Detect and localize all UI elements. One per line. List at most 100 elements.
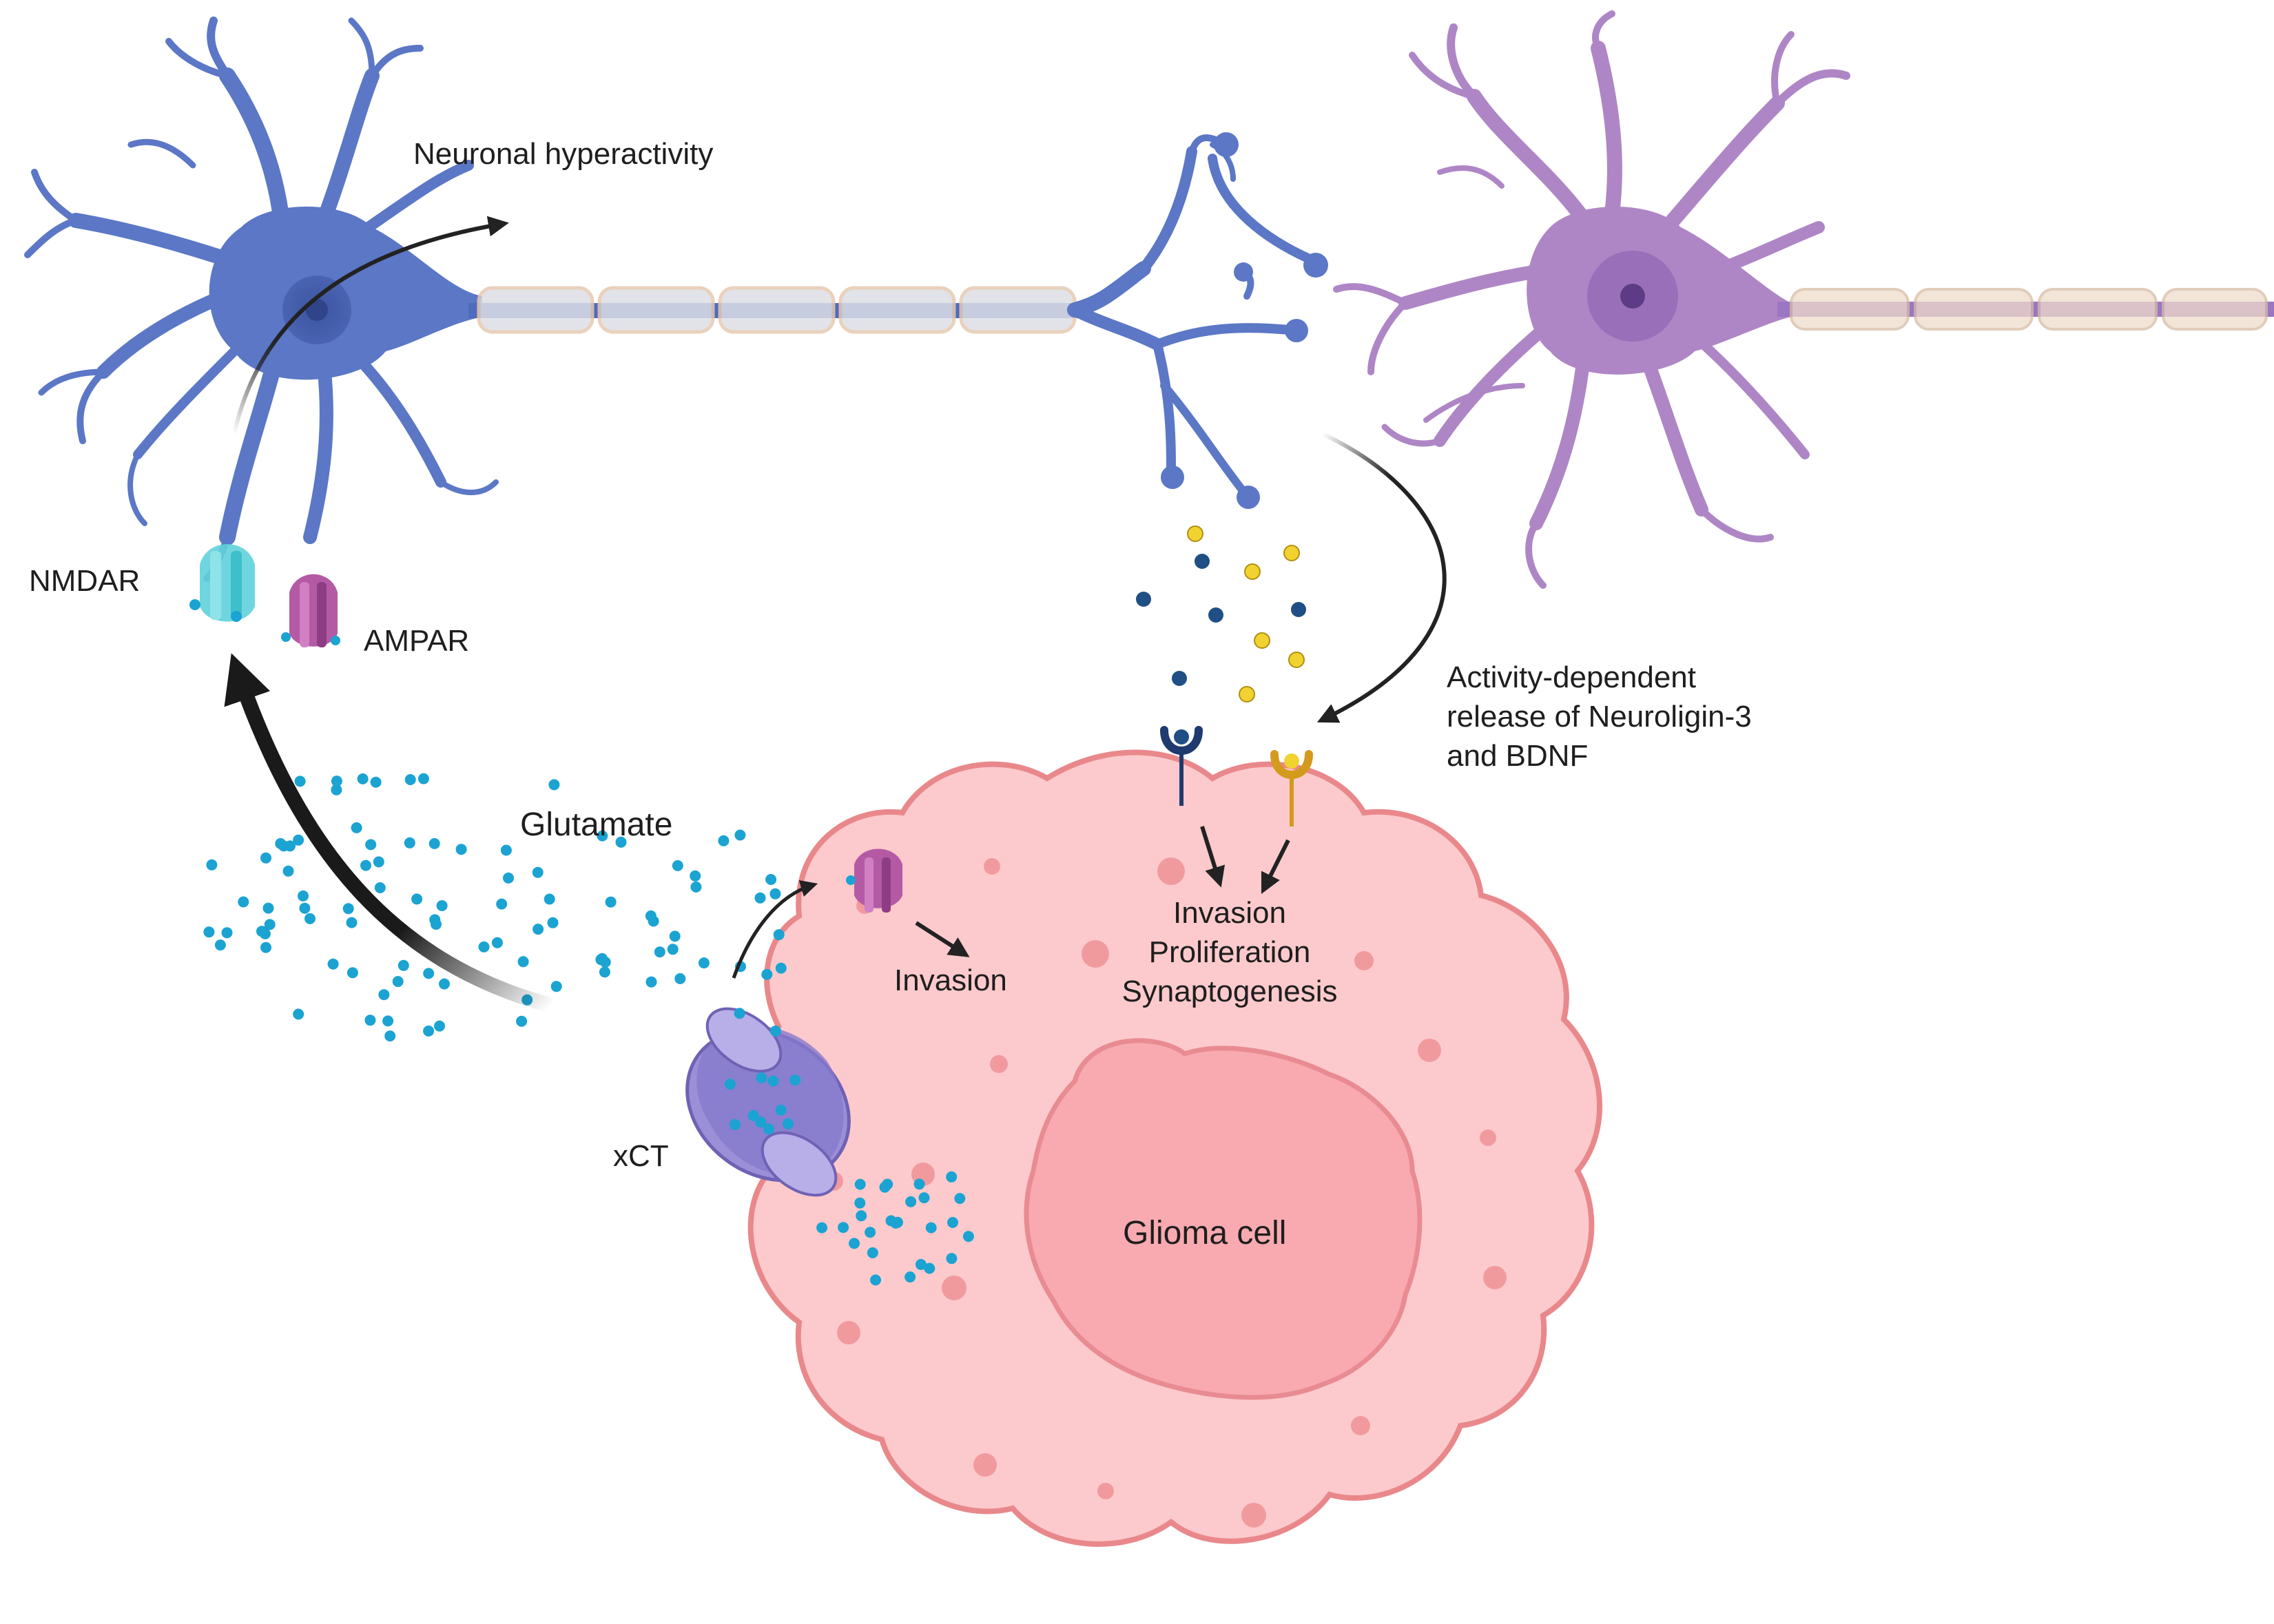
- presynaptic-neuron: [24, 17, 1328, 582]
- glutamate-dot: [304, 913, 316, 924]
- glutamate-dot: [718, 835, 730, 846]
- glutamate-dot: [374, 882, 386, 893]
- glutamate-dot: [870, 1274, 881, 1286]
- activity-release-line-3: and BDNF: [1447, 739, 1589, 773]
- glutamate-dot: [775, 1104, 787, 1116]
- glutamate-dot: [259, 928, 271, 939]
- glutamate-dot: [294, 775, 306, 787]
- glutamate-dot: [373, 856, 384, 868]
- glutamate-dot: [734, 1008, 745, 1019]
- glutamate-dot: [690, 870, 701, 882]
- glutamate-dot: [754, 892, 766, 904]
- glutamate-dot: [765, 874, 777, 885]
- glutamate-dot: [434, 1020, 445, 1032]
- glutamate-dot: [865, 1227, 876, 1238]
- activity-release-label-group: Activity-dependent release of Neuroligin…: [1447, 658, 1752, 776]
- glutamate-dot: [411, 893, 423, 905]
- glutamate-dot: [645, 910, 657, 922]
- glutamate-dot: [293, 1008, 304, 1020]
- glutamate-dot: [428, 837, 440, 849]
- glutamate-dot: [962, 1231, 974, 1242]
- glutamate-dot: [756, 1072, 767, 1084]
- glutamate-dot: [532, 866, 544, 878]
- effect-proliferation-label: Proliferation: [1148, 935, 1311, 970]
- glutamate-dot: [221, 927, 233, 939]
- glutamate-dot: [548, 779, 560, 791]
- glutamate-dot: [645, 976, 657, 988]
- nmdar-label: NMDAR: [29, 564, 141, 598]
- ampar-label: AMPAR: [364, 624, 470, 658]
- glutamate-dot: [360, 860, 371, 871]
- glutamate-dot: [789, 1074, 801, 1086]
- ampar-receptor-icon: [281, 574, 340, 647]
- glutamate-dot: [417, 773, 429, 784]
- xct-label: xCT: [613, 1139, 669, 1173]
- glutamate-dot: [698, 957, 710, 969]
- neuronal-hyperactivity-label: Neuronal hyperactivity: [413, 137, 714, 171]
- glutamate-dot: [439, 978, 450, 990]
- glutamate-dot: [478, 941, 490, 952]
- glutamate-dot: [500, 844, 512, 856]
- glutamate-dot: [436, 900, 448, 911]
- glutamate-dot: [550, 981, 562, 992]
- release-arrow-icon: [1316, 432, 1447, 723]
- glutamate-dot: [918, 1192, 930, 1204]
- glutamate-dot: [925, 1222, 937, 1233]
- effect-invasion-label: Invasion: [1173, 896, 1286, 930]
- glutamate-dot: [615, 836, 627, 848]
- glutamate-dot: [724, 1079, 736, 1090]
- glutamate-dot: [260, 941, 271, 953]
- glioma-nucleus: [1024, 1038, 1423, 1400]
- glutamate-dot: [905, 1196, 917, 1207]
- glutamate-dot: [761, 968, 773, 980]
- glutamate-dot: [496, 898, 508, 910]
- glutamate-dot: [856, 1210, 867, 1222]
- glutamate-dot: [954, 1193, 966, 1205]
- nmdar-receptor-icon: [189, 544, 255, 622]
- glutamate-dot: [214, 939, 226, 951]
- bdnf-receptor-icon: [1270, 750, 1313, 826]
- glutamate-dot: [423, 1026, 435, 1037]
- glutamate-dot: [293, 834, 304, 846]
- glutamate-dot: [854, 1197, 866, 1209]
- glutamate-dot: [347, 967, 358, 979]
- glutamate-dot: [260, 852, 271, 864]
- glutamate-dot: [674, 973, 686, 984]
- glutamate-dot: [667, 944, 679, 955]
- glutamate-dot: [346, 917, 358, 928]
- bdnf-particles: [1187, 525, 1305, 702]
- glutamate-dot: [516, 1015, 528, 1027]
- effects-label-group: Invasion Proliferation Synaptogenesis: [1109, 893, 1350, 1012]
- glioma-inclusions: [824, 857, 1507, 1528]
- glioma-ampar-receptor-icon: [846, 849, 902, 913]
- glutamate-dot: [262, 902, 274, 914]
- glutamate-dot: [423, 968, 435, 979]
- glutamate-dot: [755, 1116, 767, 1128]
- glutamate-dot: [357, 773, 369, 784]
- glutamate-dot: [351, 822, 362, 833]
- glutamate-dot: [404, 774, 416, 785]
- glutamate-dot: [392, 976, 404, 988]
- glutamate-dot: [299, 902, 311, 914]
- glutamate-dot: [331, 784, 342, 795]
- glutamate-dot: [672, 860, 683, 871]
- glutamate-dot: [397, 959, 409, 971]
- glutamate-dot: [599, 966, 610, 978]
- glutamate-dot: [849, 1238, 860, 1249]
- glutamate-dot: [533, 924, 544, 935]
- glutamate-dot: [763, 1123, 774, 1135]
- glutamate-dot: [544, 893, 555, 905]
- glutamate-dot: [654, 946, 665, 958]
- glutamate-dot: [882, 1178, 893, 1190]
- glutamate-dot: [382, 1015, 394, 1027]
- glutamate-dot: [946, 1171, 958, 1183]
- glutamate-dot: [327, 958, 339, 970]
- glutamate-dot: [913, 1178, 925, 1190]
- glutamate-dot: [298, 890, 309, 902]
- postsynaptic-neuron: [1333, 10, 2274, 589]
- glutamate-dot: [783, 1118, 794, 1129]
- glutamate-dot: [838, 1222, 849, 1233]
- invasion-label: Invasion: [894, 964, 1007, 997]
- glutamate-dot: [775, 962, 787, 974]
